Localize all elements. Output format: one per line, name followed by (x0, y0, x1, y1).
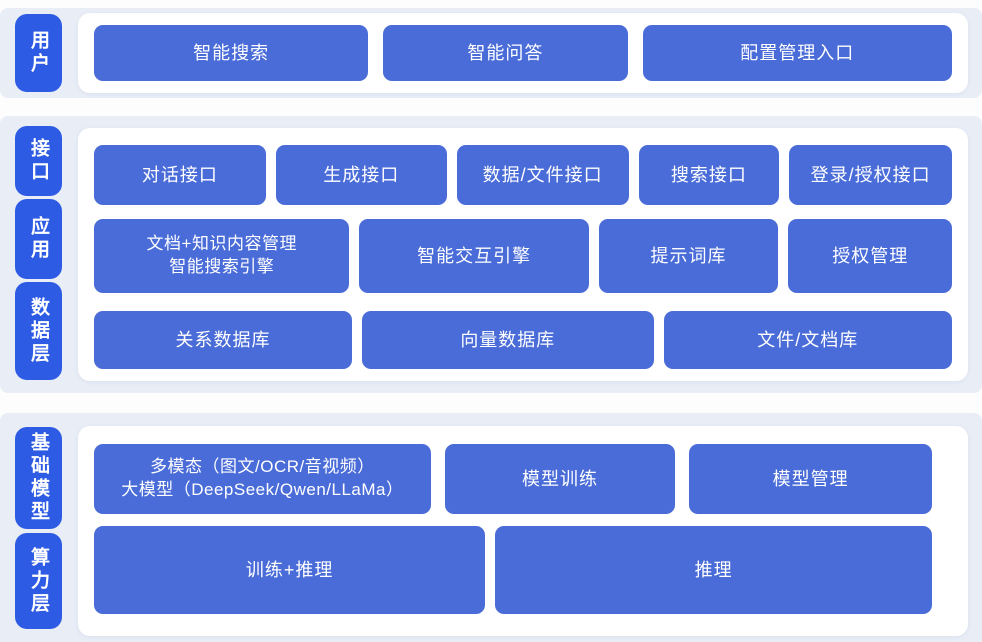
rail-label-data-layer: 数据层 (15, 282, 62, 380)
block-data-file-api: 数据/文件接口 (456, 145, 629, 205)
block-multimodal-large-model: 多模态（图文/OCR/音视频） 大模型（DeepSeek/Qwen/LLaMa） (94, 444, 431, 514)
panel-user: 智能搜索 智能问答 配置管理入口 (78, 13, 968, 93)
block-vector-database: 向量数据库 (362, 311, 654, 369)
block-authorization-management: 授权管理 (788, 219, 952, 293)
block-login-auth-api: 登录/授权接口 (789, 145, 952, 205)
row-models: 多模态（图文/OCR/音视频） 大模型（DeepSeek/Qwen/LLaMa）… (94, 444, 952, 514)
rail-foundation: 基础模型 算力层 (0, 413, 78, 642)
rail-label-compute-layer: 算力层 (15, 533, 62, 629)
rail-label-user: 用户 (15, 14, 62, 92)
block-prompt-library: 提示词库 (598, 219, 779, 293)
row-data-stores: 关系数据库 向量数据库 文件/文档库 (94, 311, 952, 369)
block-doc-knowledge-search-engine: 文档+知识内容管理 智能搜索引擎 (94, 219, 350, 293)
section-gap (0, 393, 982, 413)
rail-user: 用户 (0, 8, 78, 98)
block-model-management: 模型管理 (689, 444, 932, 514)
block-file-document-store: 文件/文档库 (663, 311, 952, 369)
layer-band-foundation: 基础模型 算力层 多模态（图文/OCR/音视频） 大模型（DeepSeek/Qw… (0, 413, 982, 642)
row-interfaces: 对话接口 生成接口 数据/文件接口 搜索接口 登录/授权接口 (94, 145, 952, 205)
block-search-api: 搜索接口 (638, 145, 780, 205)
block-intelligent-interaction-engine: 智能交互引擎 (359, 219, 589, 293)
block-smart-search: 智能搜索 (94, 25, 369, 81)
layer-band-middle: 接口 应用 数据层 对话接口 生成接口 数据/文件接口 搜索接口 登录/授权接口… (0, 116, 982, 393)
rail-label-application: 应用 (15, 199, 62, 279)
block-model-training: 模型训练 (444, 444, 676, 514)
block-training-plus-inference: 训练+推理 (94, 526, 486, 614)
row-user-entries: 智能搜索 智能问答 配置管理入口 (94, 25, 952, 81)
panel-middle: 对话接口 生成接口 数据/文件接口 搜索接口 登录/授权接口 文档+知识内容管理… (78, 128, 968, 381)
block-dialog-api: 对话接口 (94, 145, 266, 205)
block-smart-qa: 智能问答 (383, 25, 628, 81)
layer-band-user: 用户 智能搜索 智能问答 配置管理入口 (0, 8, 982, 98)
rail-label-foundation-model: 基础模型 (15, 427, 62, 529)
rail-label-interface: 接口 (15, 126, 62, 196)
block-config-management-entry: 配置管理入口 (642, 25, 952, 81)
row-compute: 训练+推理 推理 (94, 526, 952, 614)
block-relational-database: 关系数据库 (94, 311, 353, 369)
block-inference: 推理 (495, 526, 932, 614)
row-applications: 文档+知识内容管理 智能搜索引擎 智能交互引擎 提示词库 授权管理 (94, 219, 952, 293)
panel-foundation: 多模态（图文/OCR/音视频） 大模型（DeepSeek/Qwen/LLaMa）… (78, 426, 968, 636)
block-generation-api: 生成接口 (275, 145, 447, 205)
rail-middle: 接口 应用 数据层 (0, 116, 78, 393)
section-gap (0, 98, 982, 116)
